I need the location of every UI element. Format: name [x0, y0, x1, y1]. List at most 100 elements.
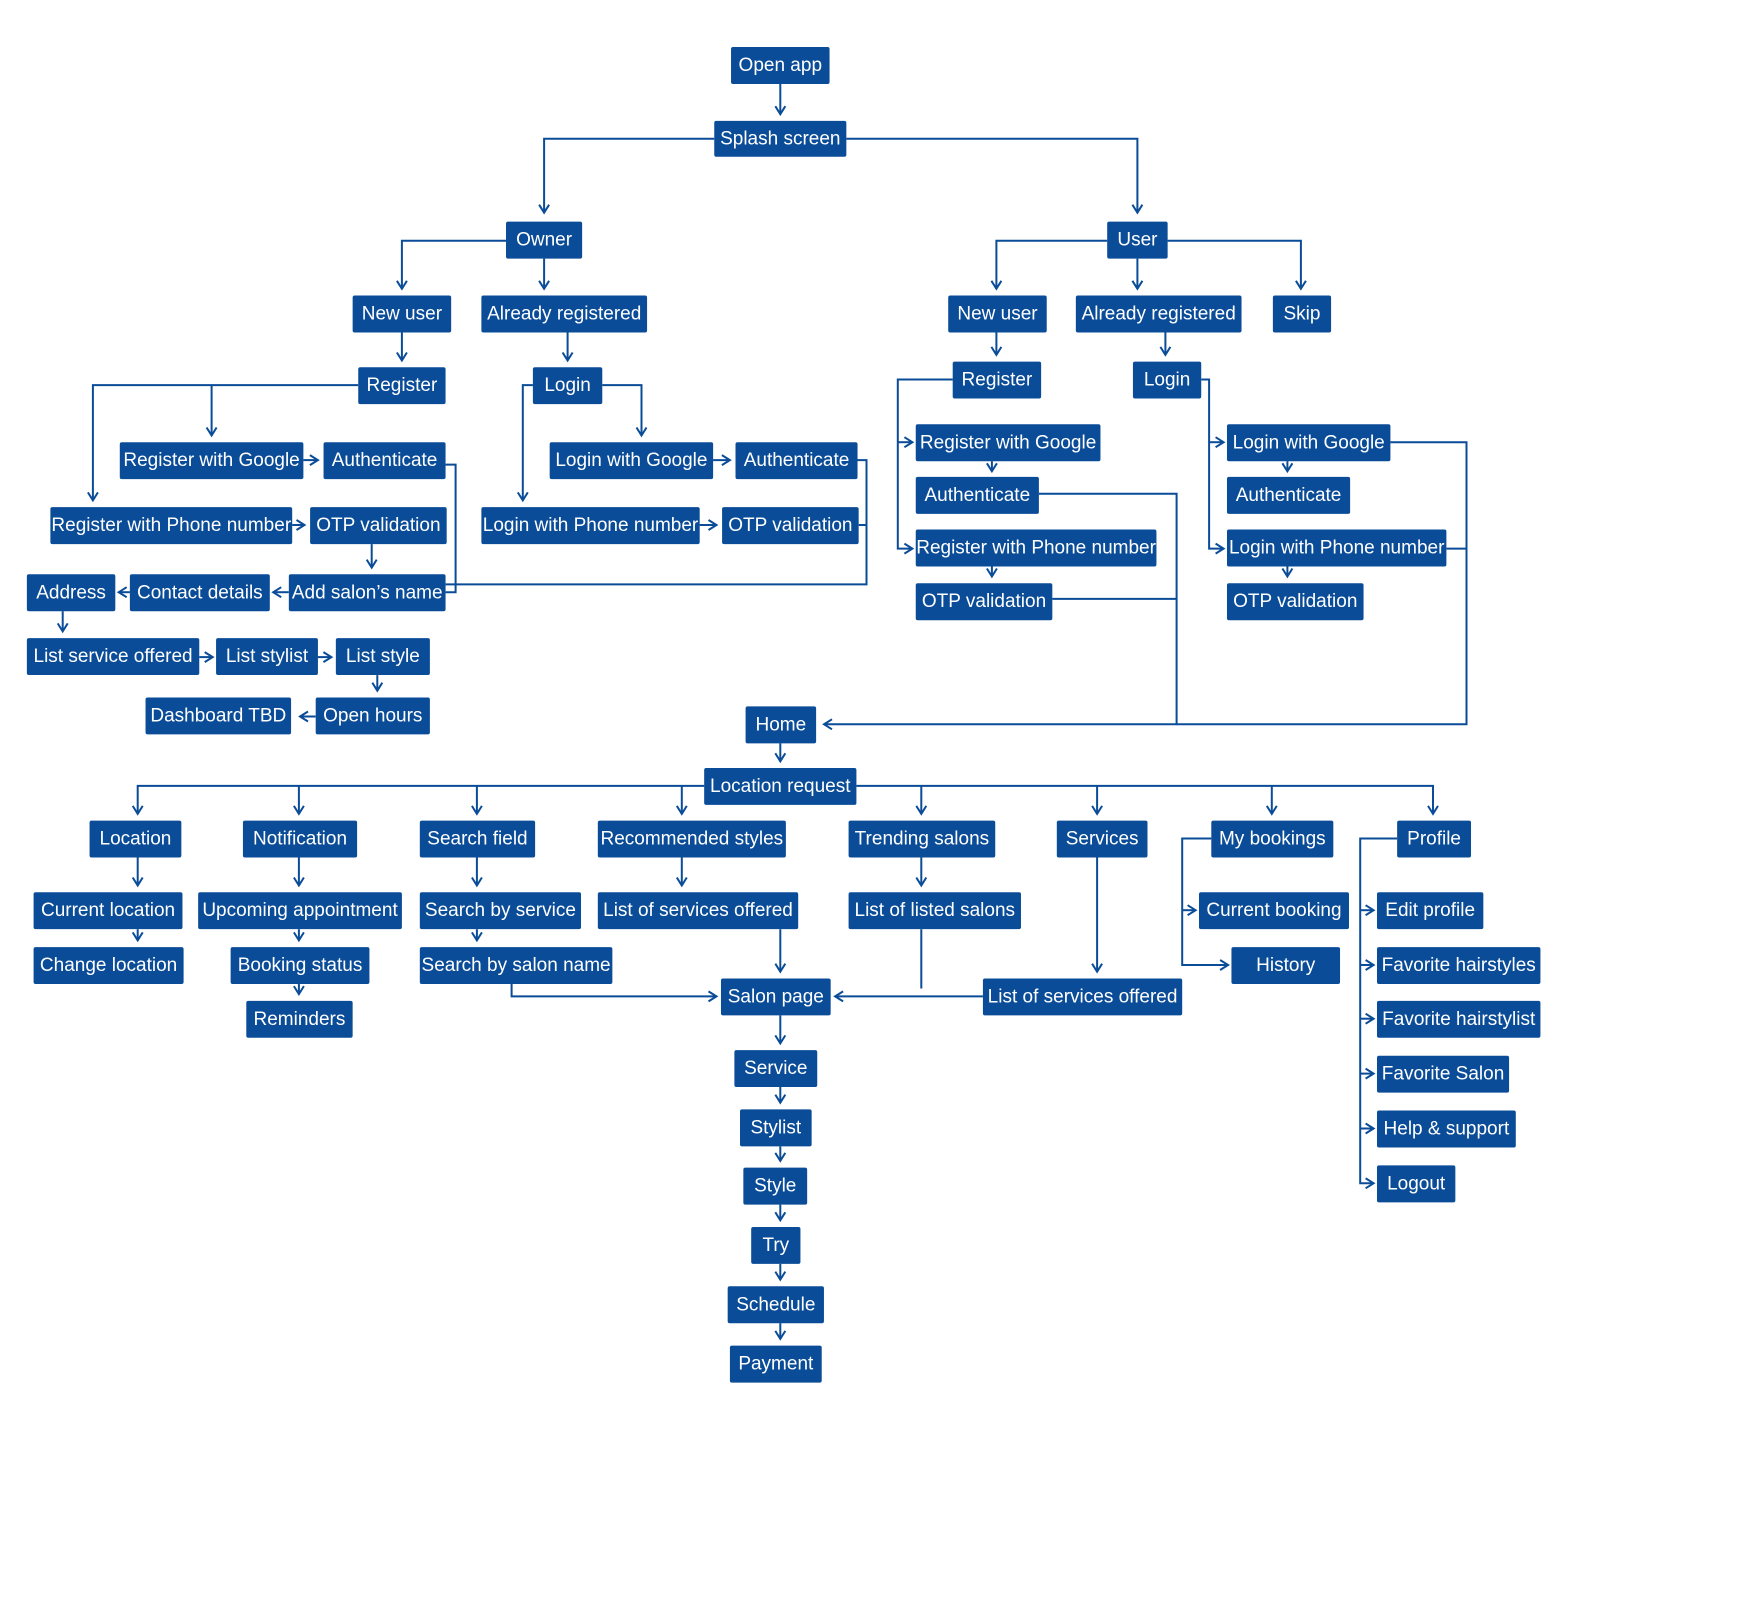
node-label: Address — [36, 582, 106, 603]
node-o-lotp: OTP validation — [722, 507, 859, 545]
node-box — [358, 367, 446, 405]
node-label: Already registered — [1082, 304, 1236, 325]
node-label: OTP validation — [1233, 591, 1357, 612]
connector-2 — [846, 137, 1144, 215]
node-label: Payment — [738, 1354, 814, 1375]
node-box — [198, 892, 402, 930]
connector-17 — [516, 384, 533, 503]
node-box — [310, 507, 447, 545]
node-box — [1397, 820, 1472, 858]
node-label: Help & support — [1384, 1119, 1510, 1140]
node-chg-loc: Change location — [33, 947, 184, 985]
node-label: Contact details — [137, 582, 263, 603]
node-label: List of listed salons — [855, 900, 1016, 921]
node-label: Login — [544, 375, 591, 396]
node-label: Stylist — [750, 1117, 801, 1138]
node-label: Location request — [710, 776, 851, 797]
connector-layer — [56, 84, 1468, 1341]
node-box — [50, 507, 293, 545]
node-label: Register with Phone number — [51, 515, 291, 536]
node-rec-styles: Recommended styles — [597, 820, 786, 858]
node-box — [1231, 947, 1341, 985]
node-notification: Notification — [242, 820, 358, 858]
node-box — [1272, 295, 1332, 333]
node-label: Authenticate — [744, 450, 850, 471]
node-box — [315, 697, 430, 735]
node-label: Authenticate — [925, 485, 1031, 506]
node-list-service: List service offered — [26, 638, 200, 676]
node-label: Search field — [427, 829, 527, 850]
node-label: List of services offered — [988, 986, 1178, 1007]
node-label: Upcoming appointment — [202, 900, 398, 921]
node-box — [1376, 1055, 1510, 1093]
node-label: Style — [754, 1176, 796, 1197]
node-box — [532, 367, 603, 405]
node-reminders: Reminders — [246, 1000, 353, 1038]
node-my-bookings: My bookings — [1211, 820, 1334, 858]
node-box — [1226, 424, 1391, 462]
node-label: Salon page — [728, 986, 824, 1007]
node-contact: Contact details — [129, 574, 270, 612]
node-trending: Trending salons — [848, 820, 996, 858]
node-search: Search field — [419, 820, 536, 858]
node-services: Services — [1056, 820, 1148, 858]
node-box — [26, 574, 116, 612]
node-label: Services — [1066, 829, 1139, 850]
node-u-reg: Already registered — [1075, 295, 1242, 333]
node-label: Register with Google — [123, 450, 299, 471]
node-label: Login — [1144, 370, 1191, 391]
node-address: Address — [26, 574, 116, 612]
node-label: Booking status — [238, 955, 363, 976]
node-label: List style — [346, 646, 420, 667]
node-box — [1132, 361, 1202, 399]
node-box — [727, 1286, 824, 1324]
node-label: Search by service — [425, 900, 576, 921]
node-box — [145, 697, 292, 735]
node-payment: Payment — [729, 1345, 822, 1383]
node-box — [230, 947, 370, 985]
node-box — [1107, 221, 1168, 259]
connector-1 — [538, 137, 715, 215]
node-label: Already registered — [487, 304, 641, 325]
connector-44 — [131, 784, 705, 816]
node-label: New user — [362, 304, 443, 325]
node-label: Add salon’s name — [292, 582, 443, 603]
node-label: Edit profile — [1385, 900, 1475, 921]
node-o-rgoogle: Register with Google — [119, 442, 304, 480]
node-label: List of services offered — [603, 900, 793, 921]
node-u-rotp: OTP validation — [915, 583, 1053, 621]
node-help: Help & support — [1376, 1110, 1516, 1148]
connector-41 — [1176, 441, 1468, 726]
node-box — [745, 706, 817, 744]
node-label: Open hours — [323, 705, 422, 726]
node-u-lotp: OTP validation — [1226, 583, 1364, 621]
node-box — [704, 767, 857, 805]
node-list-style: List style — [335, 638, 430, 676]
node-label: List service offered — [34, 646, 193, 667]
node-box — [1198, 892, 1349, 930]
node-box — [743, 1167, 808, 1205]
node-user: User — [1107, 221, 1168, 259]
node-try: Try — [751, 1226, 801, 1264]
node-box — [739, 1109, 812, 1147]
node-box — [323, 442, 446, 480]
node-o-rauth: Authenticate — [323, 442, 446, 480]
node-open-hours: Open hours — [315, 697, 430, 735]
node-label: Open app — [739, 55, 822, 76]
node-cur-loc: Current location — [33, 892, 183, 930]
node-u-lgoogle: Login with Google — [1226, 424, 1391, 462]
node-box — [848, 820, 996, 858]
node-box — [1226, 529, 1447, 567]
node-service: Service — [734, 1050, 818, 1088]
node-label: Logout — [1387, 1173, 1446, 1194]
node-label: Register — [962, 370, 1033, 391]
connector-68 — [1359, 837, 1398, 1190]
node-label: Favorite hairstyles — [1382, 955, 1536, 976]
node-o-new: New user — [352, 295, 452, 333]
node-box — [419, 892, 582, 930]
node-label: Reminders — [254, 1009, 346, 1030]
node-box — [26, 638, 200, 676]
node-o-lphone: Login with Phone number — [481, 507, 700, 545]
